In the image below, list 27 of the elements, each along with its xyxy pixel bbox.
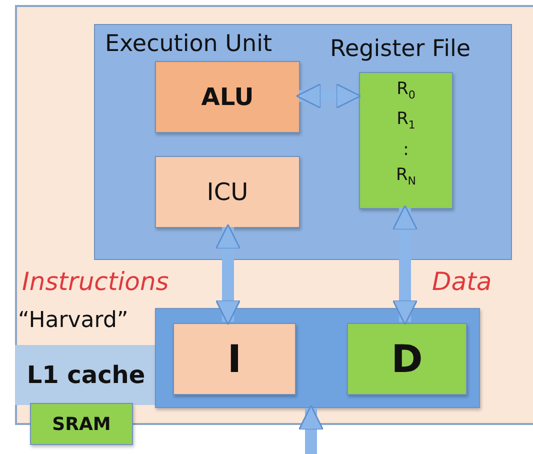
box-label: D: [391, 337, 423, 381]
panel-title: Execution Unit: [105, 31, 272, 57]
register-name: R$_{0}$: [396, 78, 416, 104]
cache-box: [155, 308, 480, 408]
edge-label: Instructions: [22, 267, 169, 296]
block-arrow: [298, 404, 324, 454]
component-box: [347, 323, 467, 395]
component-box: [155, 156, 300, 228]
unit-panel: [94, 24, 512, 260]
component-box: [15, 345, 157, 405]
block-arrow: [392, 204, 418, 326]
box-label: ALU: [201, 83, 254, 111]
component-box: [30, 403, 133, 445]
box-label: L1 cache: [26, 361, 146, 389]
edge-label: Data: [432, 267, 492, 296]
component-box: [173, 323, 296, 395]
box-label: SRAM: [52, 414, 111, 434]
box-label: ICU: [206, 178, 248, 206]
register-name: :: [403, 138, 409, 162]
box-label: I: [227, 337, 242, 381]
note-text: “Harvard”: [18, 308, 128, 333]
register-name: R$_{N}$: [396, 164, 416, 190]
component-box: [155, 61, 300, 133]
register-name: R$_{1}$: [396, 108, 416, 134]
box-heading: Register File: [330, 36, 470, 62]
block-arrow: [215, 224, 241, 326]
block-arrow: [296, 83, 362, 109]
